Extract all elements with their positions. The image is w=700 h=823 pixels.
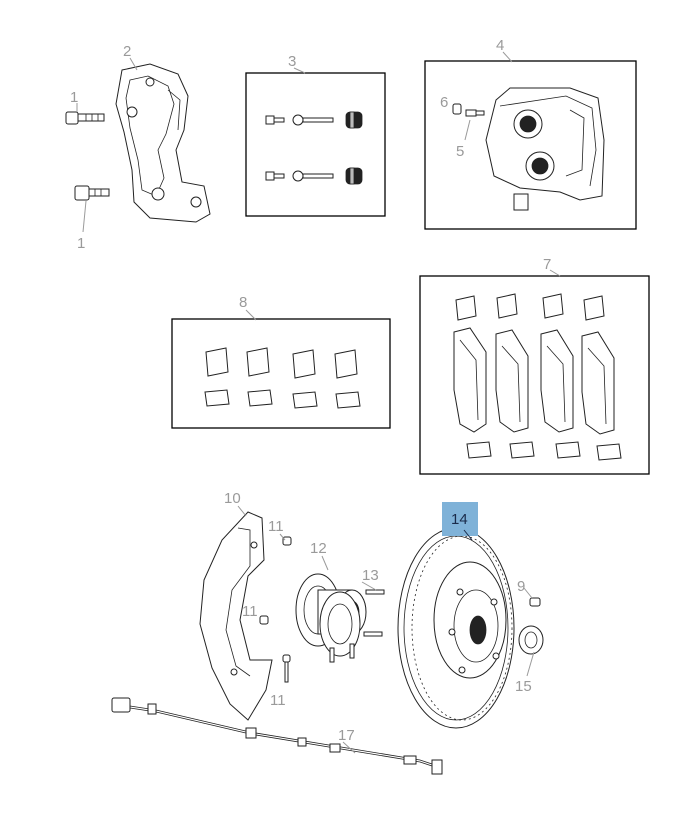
callout-17: 17 (338, 727, 355, 744)
callout-5: 5 (456, 143, 464, 160)
part-3-guide-pin-kit-box[interactable] (245, 72, 386, 217)
part-4-caliper-box[interactable] (424, 60, 637, 230)
part-11-screw-middle[interactable] (259, 615, 269, 625)
callout-12: 12 (310, 540, 327, 557)
part-8-hardware-kit-box[interactable] (171, 318, 391, 429)
part-6-bleeder-cap[interactable] (452, 103, 462, 115)
part-11-screw-lower[interactable] (282, 654, 291, 683)
part-4-brake-caliper (485, 87, 605, 211)
callout-15: 15 (515, 678, 532, 695)
callout-14-highlight (442, 502, 478, 536)
part-8-clips-top-row (205, 347, 358, 379)
callout-11-middle: 11 (242, 603, 258, 620)
part-11-screw-upper[interactable] (282, 536, 292, 546)
part-1-bolt-lower[interactable] (74, 185, 110, 201)
part-13-wheel-studs[interactable] (329, 589, 385, 663)
part-7-brake-pad-kit-box[interactable] (419, 275, 650, 475)
part-7-clips-bottom-row (466, 441, 622, 461)
part-7-brake-pads (453, 327, 615, 435)
part-7-clips-top-row (455, 293, 605, 321)
part-5-bleeder-screw[interactable] (465, 109, 485, 117)
part-2-caliper-bracket[interactable] (115, 63, 211, 223)
callout-2: 2 (123, 43, 131, 60)
part-12-hub-bearing[interactable] (295, 573, 367, 657)
callout-8: 8 (239, 294, 247, 311)
part-10-dust-shield[interactable] (199, 511, 273, 721)
part-17-wheel-speed-sensor[interactable] (111, 697, 443, 775)
part-3-guide-pins (265, 111, 363, 185)
callout-1-upper: 1 (70, 89, 78, 106)
callout-7: 7 (543, 256, 551, 273)
callout-14-leader (463, 529, 473, 541)
callout-14: 14 (451, 511, 468, 528)
part-9-nut[interactable] (529, 597, 541, 607)
callout-13: 13 (362, 567, 379, 584)
callout-10: 10 (224, 490, 241, 507)
callout-1-lower: 1 (77, 235, 85, 252)
callout-6: 6 (440, 94, 448, 111)
part-1-bolt-upper[interactable] (65, 111, 105, 125)
callout-9: 9 (517, 578, 525, 595)
callout-11-upper: 11 (268, 518, 284, 535)
part-15-hub-nut[interactable] (518, 625, 544, 655)
part-14-brake-rotor[interactable] (397, 527, 515, 729)
callout-3: 3 (288, 53, 296, 70)
callout-4: 4 (496, 37, 504, 54)
callout-11-lower: 11 (270, 692, 286, 709)
part-8-clips-bottom-row (204, 389, 361, 409)
